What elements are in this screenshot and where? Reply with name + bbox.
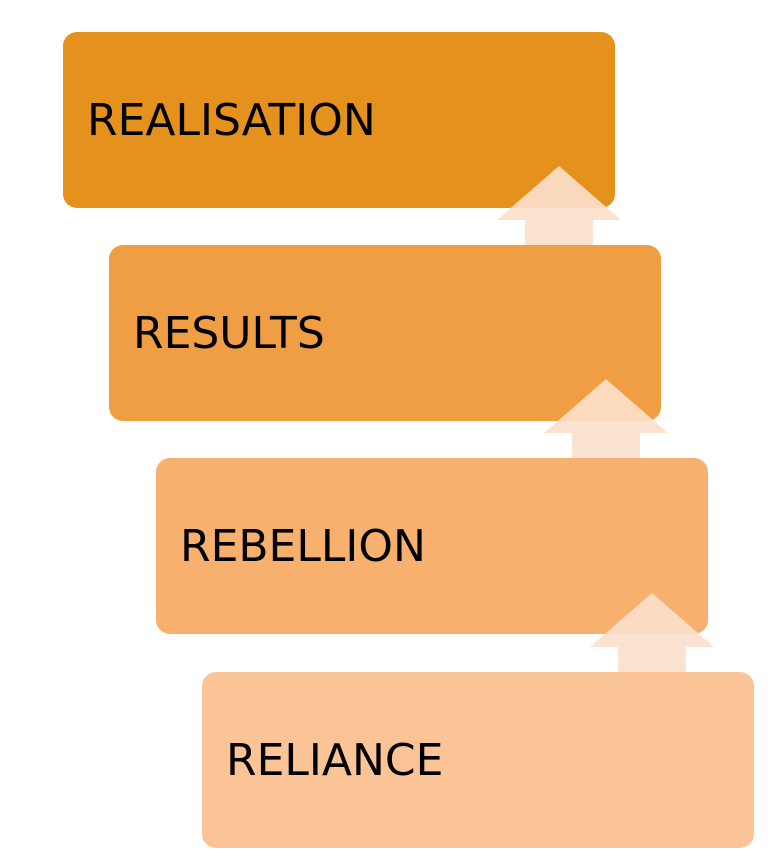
step-reliance: RELIANCE [202, 672, 754, 848]
step-label-rebellion: REBELLION [180, 520, 426, 572]
step-label-realisation: REALISATION [87, 94, 376, 146]
step-results: RESULTS [109, 245, 661, 421]
step-label-reliance: RELIANCE [226, 734, 444, 786]
step-label-results: RESULTS [133, 307, 325, 359]
step-rebellion: REBELLION [156, 458, 708, 634]
step-realisation: REALISATION [63, 32, 615, 208]
